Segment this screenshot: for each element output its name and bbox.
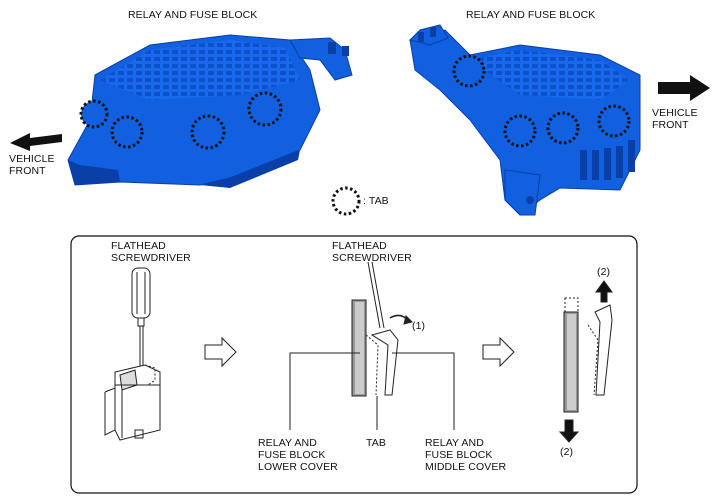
step2-illustration <box>289 261 455 430</box>
right-vehicle-front-label: VEHICLE FRONT <box>652 107 698 131</box>
tab-circle <box>247 91 283 127</box>
left-vehicle-front-label: VEHICLE FRONT <box>9 153 55 177</box>
step1-tool-label: FLATHEAD SCREWDRIVER <box>111 240 191 264</box>
procedure-frame <box>70 235 638 494</box>
arrow-up-icon <box>595 280 613 303</box>
step-arrow-1 <box>204 336 237 368</box>
tab-circle <box>452 54 486 88</box>
vehicle-front-arrow-right <box>658 75 710 101</box>
step1-illustration <box>104 267 161 441</box>
tab-circle <box>79 99 109 129</box>
step2-tool-label: FLATHEAD SCREWDRIVER <box>332 240 412 264</box>
lower-cover-label: RELAY AND FUSE BLOCK LOWER COVER <box>258 437 338 473</box>
tab-circle <box>190 114 226 150</box>
legend-tab-label: : TAB <box>363 195 389 207</box>
step3-illustration <box>558 280 613 443</box>
left-tabs <box>79 91 283 150</box>
legend-tab-circle <box>331 186 361 216</box>
step3-marker-bottom: (2) <box>560 446 574 458</box>
right-tabs <box>452 54 631 148</box>
tab-circle <box>110 115 144 149</box>
tab-circle <box>597 104 631 138</box>
tab-label: TAB <box>366 437 386 449</box>
left-relay-fuse-block <box>67 34 353 188</box>
step-arrow-2 <box>482 336 515 368</box>
step3-marker-top: (2) <box>597 266 611 278</box>
arrow-down-icon <box>558 419 580 443</box>
tab-circle <box>503 114 537 148</box>
tab-circle <box>546 111 580 145</box>
left-block-title: RELAY AND FUSE BLOCK <box>128 9 258 21</box>
step2-marker: (1) <box>412 320 426 332</box>
vehicle-front-arrow-left <box>10 133 62 151</box>
right-block-title: RELAY AND FUSE BLOCK <box>466 9 596 21</box>
middle-cover-label: RELAY AND FUSE BLOCK MIDDLE COVER <box>425 437 507 473</box>
